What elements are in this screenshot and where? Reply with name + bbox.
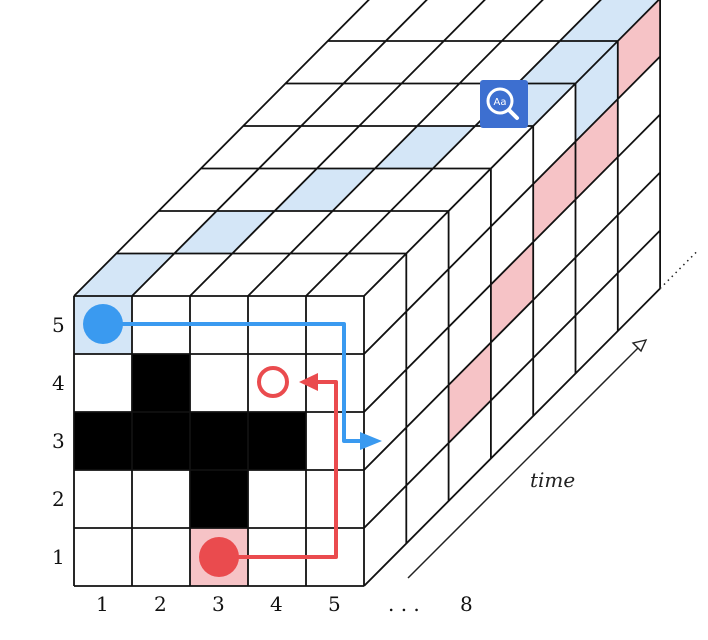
blue-path-line: [103, 322, 368, 443]
row-label-1: 1: [52, 545, 65, 569]
obstacle-cell: [248, 412, 306, 470]
column-ellipsis: . . .: [388, 592, 420, 616]
top-blue-cell: [274, 168, 375, 211]
time-axis-line: [407, 344, 642, 579]
red-agent-path: [199, 366, 338, 577]
top-blue-cell: [74, 253, 175, 296]
magnifier-handle-icon: [507, 108, 519, 120]
row-label-3: 3: [52, 429, 65, 453]
column-label-4: 4: [270, 592, 283, 616]
time-axis-arrowhead: [631, 338, 648, 353]
continuation-dots: [659, 249, 699, 290]
magnifier-icon: [486, 87, 514, 115]
lens-button-text: Aa: [494, 97, 507, 108]
column-label-5: 5: [328, 592, 341, 616]
obstacle-cell: [74, 412, 132, 470]
obstacle-cell: [190, 412, 248, 470]
row-label-5: 5: [52, 313, 65, 337]
column-labels: 1 2 3 4 5 . . . 8: [96, 592, 473, 616]
side-red-cell: [448, 342, 491, 443]
row-label-2: 2: [52, 487, 65, 511]
time-axis: time: [407, 338, 648, 579]
dotted-continuation-line: [659, 249, 699, 290]
column-label-2: 2: [154, 592, 167, 616]
obstacle-cell: [190, 470, 248, 528]
red-path-line: [219, 380, 338, 559]
top-blue-cell: [174, 211, 275, 254]
obstacle-cell: [132, 412, 190, 470]
obstacle-cells: [74, 354, 306, 528]
blue-path-arrowhead: [360, 432, 382, 450]
red-path-arrowhead: [299, 373, 318, 391]
side-red-cell: [490, 242, 534, 343]
cube-grid-lines: [73, 0, 661, 587]
side-red-cell: [617, 0, 661, 99]
side-red-cell: [533, 141, 576, 242]
highlighted-cells: [74, 0, 661, 586]
top-blue-cell: [517, 41, 618, 84]
blue-agent-path: [83, 304, 382, 450]
top-blue-cell: [559, 0, 659, 41]
column-label-1: 1: [96, 592, 109, 616]
blue-agent-start: [83, 304, 123, 344]
time-axis-label: time: [530, 468, 575, 492]
row-labels: 5 4 3 2 1: [52, 313, 65, 569]
obstacle-cell: [132, 354, 190, 412]
red-agent-start: [199, 537, 239, 577]
column-label-8: 8: [460, 592, 473, 616]
red-agent-goal: [257, 366, 289, 398]
row-label-4: 4: [52, 371, 65, 395]
top-blue-cell: [374, 126, 476, 169]
side-red-cell: [575, 99, 618, 200]
column-label-3: 3: [212, 592, 225, 616]
side-blue-cell: [575, 41, 618, 142]
lens-search-button[interactable]: Aa: [480, 80, 528, 128]
